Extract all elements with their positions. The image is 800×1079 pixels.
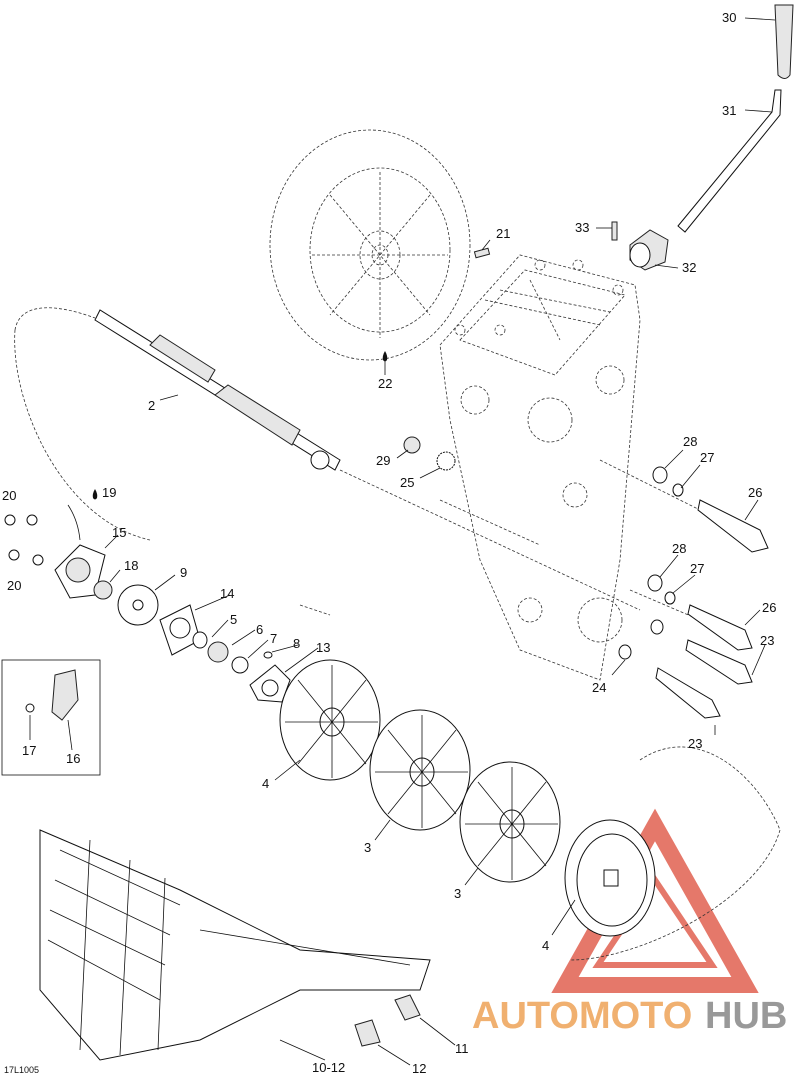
callout-23b: 23 bbox=[688, 736, 702, 751]
part-11-slider bbox=[394, 994, 421, 1021]
callout-10-12: 10-12 bbox=[312, 1060, 345, 1075]
track-loop-outline bbox=[14, 307, 781, 961]
callout-22: 22 bbox=[378, 376, 392, 391]
callout-25: 25 bbox=[400, 475, 414, 490]
callout-27a: 27 bbox=[700, 450, 714, 465]
callout-20a: 20 bbox=[2, 488, 16, 503]
callout-30: 30 bbox=[722, 10, 736, 25]
inset-detail-box bbox=[1, 659, 101, 776]
track bbox=[39, 829, 431, 1061]
watermark-text-orange: AUTOMOTO bbox=[472, 995, 692, 1037]
sprocket-4-left bbox=[279, 659, 381, 781]
sprockets bbox=[279, 659, 656, 937]
oil-drop-icon bbox=[382, 351, 388, 362]
callout-9: 9 bbox=[180, 565, 187, 580]
callout-11: 11 bbox=[455, 1041, 469, 1056]
callout-23a: 23 bbox=[760, 633, 774, 648]
part-21-key bbox=[473, 247, 491, 259]
callout-33: 33 bbox=[575, 220, 589, 235]
callout-7: 7 bbox=[270, 631, 277, 646]
sprocket-3-b bbox=[459, 761, 561, 883]
callout-8: 8 bbox=[293, 636, 300, 651]
part-12-slider bbox=[354, 1019, 381, 1047]
callout-18: 18 bbox=[124, 558, 138, 573]
left-bearing-assembly bbox=[4, 504, 291, 703]
callout-21: 21 bbox=[496, 226, 510, 241]
callout-26a: 26 bbox=[748, 485, 762, 500]
callout-19: 19 bbox=[102, 485, 116, 500]
callout-13: 13 bbox=[316, 640, 330, 655]
callout-2: 2 bbox=[148, 398, 155, 413]
leader-lines bbox=[29, 17, 776, 1066]
gearbox-phantom bbox=[439, 254, 641, 681]
oil-drop-icon bbox=[92, 489, 98, 500]
callout-16: 16 bbox=[66, 751, 80, 766]
callout-3a: 3 bbox=[364, 840, 371, 855]
right-hardware bbox=[618, 466, 769, 719]
callout-5: 5 bbox=[230, 612, 237, 627]
shift-lever-assembly bbox=[473, 4, 794, 271]
callout-27b: 27 bbox=[690, 561, 704, 576]
callout-3b: 3 bbox=[454, 886, 461, 901]
part-30-knob bbox=[774, 4, 794, 79]
callout-14: 14 bbox=[220, 586, 234, 601]
drawing-code: 17L1005 bbox=[4, 1065, 39, 1075]
callout-31: 31 bbox=[722, 103, 736, 118]
callout-32: 32 bbox=[682, 260, 696, 275]
part-33-pin bbox=[611, 221, 618, 241]
callout-17: 17 bbox=[22, 743, 36, 758]
callout-20b: 20 bbox=[7, 578, 21, 593]
callout-26b: 26 bbox=[762, 600, 776, 615]
watermark-text-grey: HUB bbox=[705, 995, 787, 1037]
driven-pulley-phantom bbox=[269, 129, 471, 361]
callout-28b: 28 bbox=[672, 541, 686, 556]
callout-24: 24 bbox=[592, 680, 606, 695]
part-25-gear bbox=[436, 451, 456, 471]
callout-12: 12 bbox=[412, 1061, 426, 1076]
callout-6: 6 bbox=[256, 622, 263, 637]
callout-labels: 30 31 33 21 32 22 2 29 25 28 27 26 28 27… bbox=[2, 10, 776, 1076]
assembly-axis-line bbox=[339, 459, 701, 621]
wheel-4-right bbox=[564, 819, 656, 937]
callout-4a: 4 bbox=[262, 776, 269, 791]
sprocket-3-a bbox=[369, 709, 471, 831]
callout-15: 15 bbox=[112, 525, 126, 540]
callout-29: 29 bbox=[376, 453, 390, 468]
callout-28a: 28 bbox=[683, 434, 697, 449]
part-29-nut bbox=[403, 436, 421, 454]
part-2-drive-axle bbox=[94, 309, 341, 471]
callout-4b: 4 bbox=[542, 938, 549, 953]
